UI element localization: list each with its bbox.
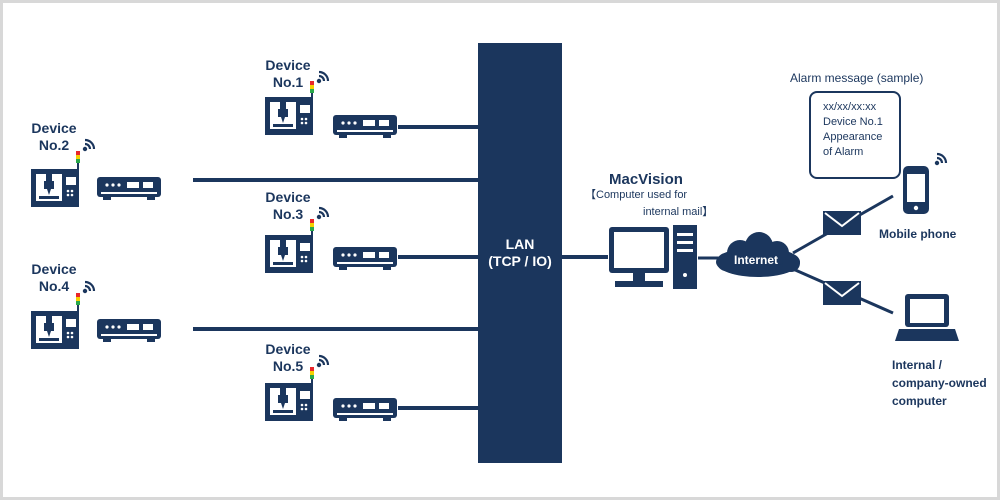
network-adapter-icon bbox=[97, 319, 161, 342]
alarm-line-1: xx/xx/xx:xx bbox=[823, 101, 877, 113]
machine-tool-icon bbox=[31, 311, 79, 349]
alarm-line-2: Device No.1 bbox=[823, 116, 883, 128]
signal-tower-icon bbox=[76, 151, 80, 169]
lan-bus bbox=[478, 43, 562, 463]
network-adapter-icon bbox=[333, 247, 397, 270]
machine-tool-icon bbox=[265, 235, 313, 273]
machine-tool-icon bbox=[265, 383, 313, 421]
signal-tower-icon bbox=[76, 293, 80, 311]
macvision-computer bbox=[609, 225, 697, 289]
lan-label: LAN(TCP / IO) bbox=[488, 236, 552, 269]
machine-tool-icon bbox=[265, 97, 313, 135]
network-adapter-icon bbox=[333, 115, 397, 138]
machine-tool-icon bbox=[31, 169, 79, 207]
alarm-line-4: of Alarm bbox=[823, 146, 864, 158]
laptop-icon bbox=[895, 294, 959, 341]
connection-lines bbox=[193, 125, 894, 410]
macvision-title: MacVision bbox=[609, 171, 683, 188]
macvision-subtitle-1: 【Computer used for bbox=[585, 189, 688, 201]
internal-computer-label: Internal / company-owned computer bbox=[892, 358, 987, 408]
mobile-phone-icon bbox=[903, 166, 929, 214]
wifi-icon bbox=[933, 152, 948, 167]
mobile-phone-label: Mobile phone bbox=[879, 227, 957, 241]
cloud-icon bbox=[716, 232, 800, 277]
alarm-message-box: xx/xx/xx:xx Device No.1 Appearance of Al… bbox=[809, 91, 901, 179]
network-diagram bbox=[31, 43, 959, 463]
envelope-icon bbox=[822, 210, 862, 236]
network-adapter-icon bbox=[333, 398, 397, 421]
alarm-title: Alarm message (sample) bbox=[790, 71, 924, 85]
alarm-line-3: Appearance bbox=[823, 131, 883, 143]
macvision-subtitle-2: internal mail】 bbox=[643, 206, 714, 218]
internet-label: Internet bbox=[734, 253, 779, 267]
envelope-icon bbox=[822, 280, 862, 306]
network-adapter-icon bbox=[97, 177, 161, 200]
